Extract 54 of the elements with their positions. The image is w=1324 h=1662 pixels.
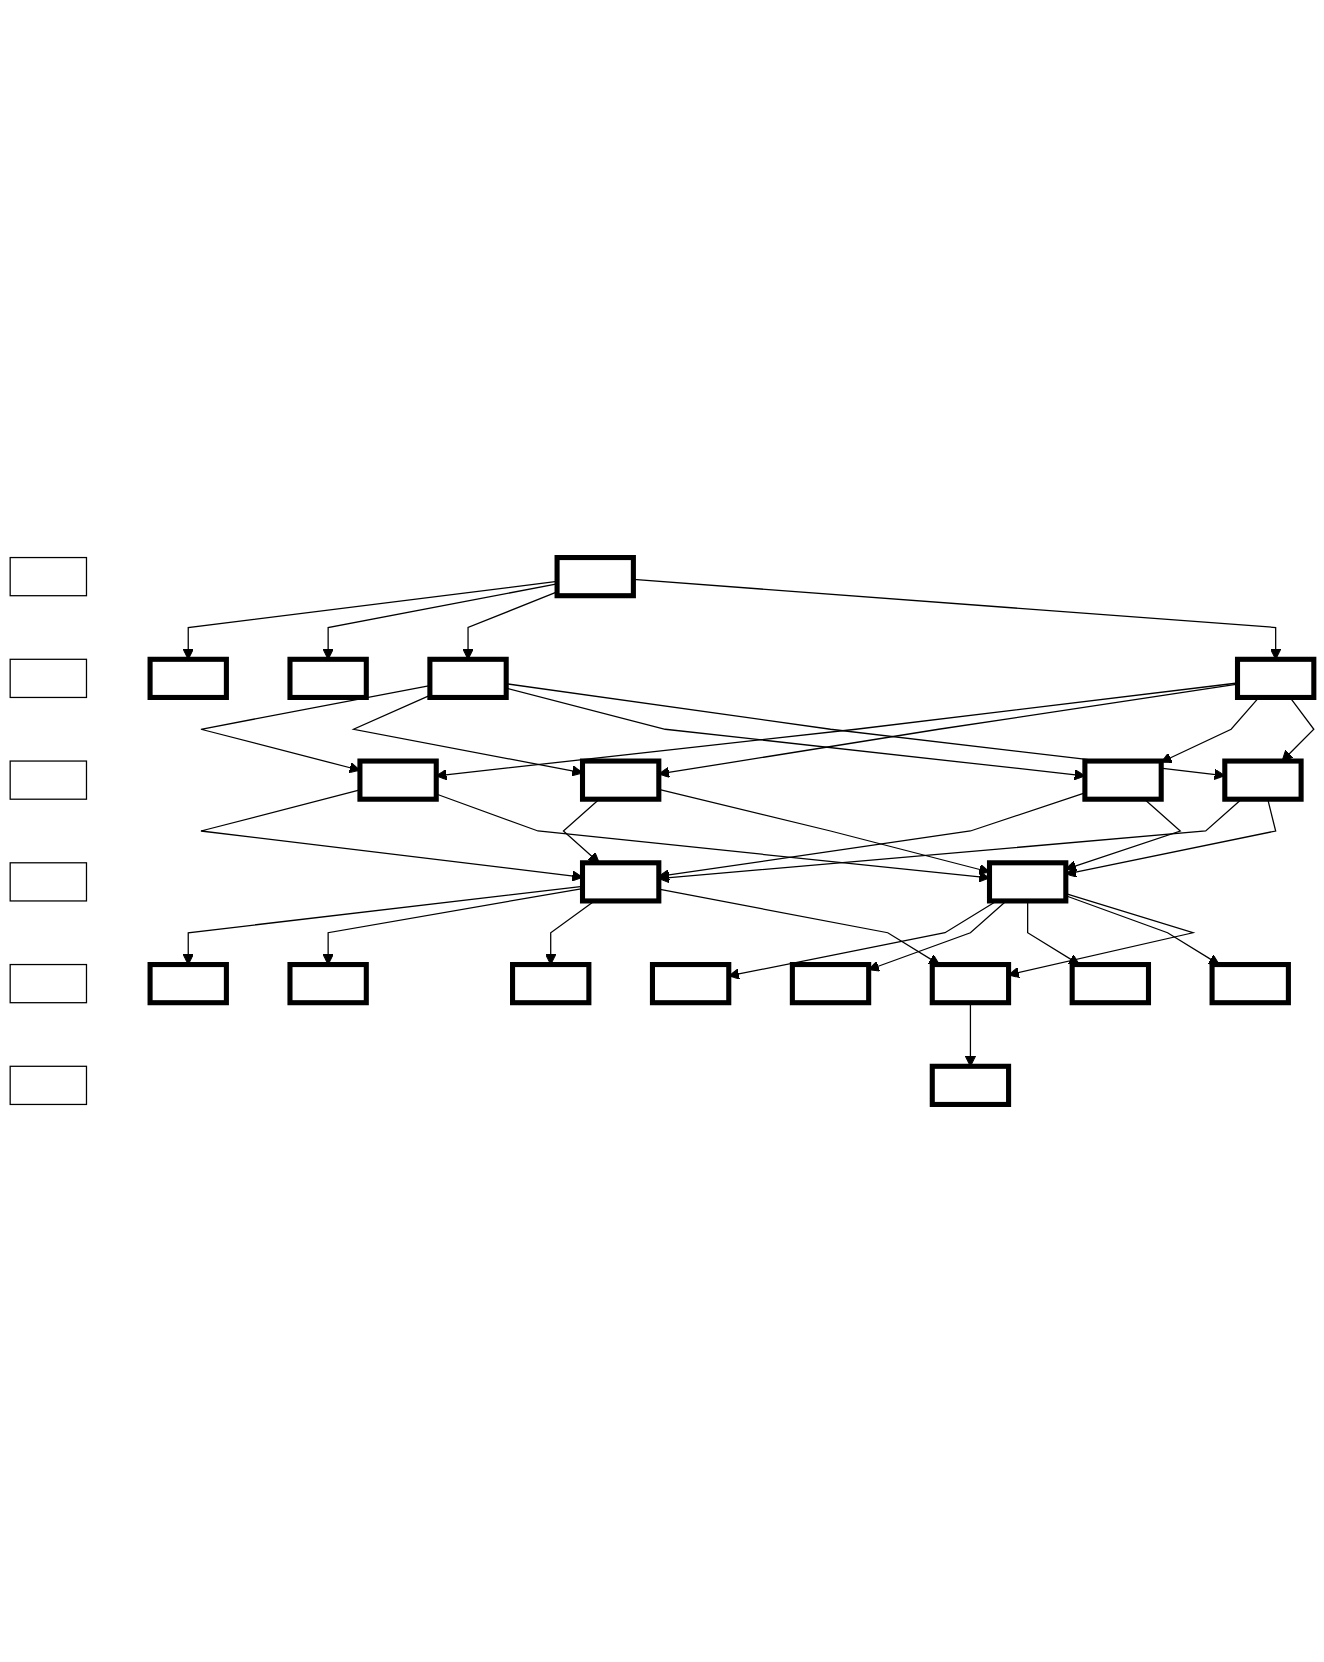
node-box xyxy=(427,656,509,700)
arrow xyxy=(351,694,583,777)
arrow xyxy=(658,792,1086,881)
node-box xyxy=(1234,656,1317,700)
node-box xyxy=(9,556,88,597)
node-box xyxy=(147,962,229,1006)
arrow xyxy=(658,788,990,875)
node-box xyxy=(1069,962,1152,1006)
arrow xyxy=(964,1002,976,1067)
node-box xyxy=(510,962,592,1006)
node-box xyxy=(579,758,662,802)
node-box xyxy=(9,760,88,800)
node-box xyxy=(579,860,662,904)
node-box xyxy=(9,862,88,902)
node-box xyxy=(986,860,1069,904)
arrow xyxy=(1027,900,1080,966)
node-box xyxy=(1222,758,1304,802)
node-box xyxy=(929,1063,1012,1107)
arrow xyxy=(1065,798,1182,872)
arrow xyxy=(505,687,1086,781)
node-box xyxy=(9,1065,88,1106)
arrow xyxy=(562,798,600,864)
node-box xyxy=(287,656,369,700)
arrow xyxy=(658,683,1239,778)
arrow xyxy=(1281,696,1315,762)
arrow xyxy=(462,591,558,660)
arrow xyxy=(658,798,1243,884)
node-box xyxy=(1082,758,1164,802)
arrow xyxy=(545,900,596,966)
arrow xyxy=(1065,895,1220,966)
arrow xyxy=(1008,892,1196,979)
node-box xyxy=(1209,962,1291,1006)
node-box xyxy=(9,658,88,699)
node-box xyxy=(789,962,872,1006)
arrow xyxy=(182,885,584,966)
node-box xyxy=(357,758,439,802)
arrow xyxy=(182,580,558,660)
arrow xyxy=(200,789,583,882)
node-box xyxy=(554,555,636,599)
arrow xyxy=(868,900,1007,972)
node-box xyxy=(287,962,369,1006)
node-box xyxy=(929,962,1012,1006)
arrow xyxy=(435,793,990,883)
arrow xyxy=(632,578,1282,660)
node-box xyxy=(649,962,732,1006)
arrow xyxy=(728,900,998,980)
arrow xyxy=(1065,798,1277,878)
node-box xyxy=(147,656,229,700)
arrow xyxy=(322,887,584,966)
arrow xyxy=(658,888,940,966)
arrow xyxy=(322,583,558,660)
node-box xyxy=(9,963,88,1004)
arrow xyxy=(1160,696,1260,763)
arrow xyxy=(200,685,431,774)
